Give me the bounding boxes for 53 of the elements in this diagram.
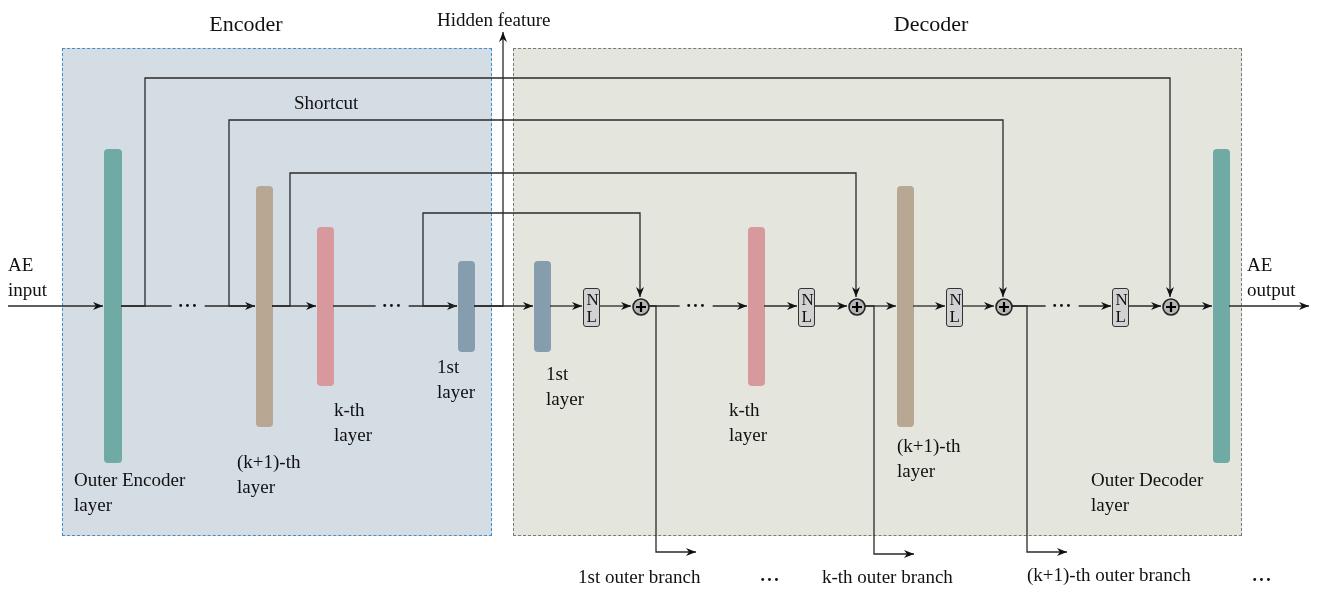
- arrow: [1011, 305, 1068, 556]
- text-label: 1st outer branch: [578, 567, 728, 589]
- arrow: [549, 302, 583, 310]
- layer-bar: [1213, 149, 1230, 463]
- arrow: [1228, 302, 1310, 310]
- arrow: [271, 172, 860, 307]
- layer-label: k-th layer: [334, 398, 373, 447]
- sum-junction-icon: [995, 298, 1013, 316]
- arrow: [763, 302, 798, 310]
- layer-label: 1st layer: [437, 355, 476, 404]
- arrow: [1127, 302, 1162, 310]
- layer-bar: [256, 186, 273, 427]
- arrow: [648, 305, 697, 556]
- arrow: [813, 302, 848, 310]
- arrow: [961, 302, 995, 310]
- layer-bar: [104, 149, 122, 463]
- layer-bar: [897, 186, 914, 427]
- layer-label: Outer Decoder layer: [1091, 468, 1205, 517]
- text-label: AE output: [1247, 246, 1309, 302]
- text-label: (k+1)-th outer branch: [1027, 565, 1227, 587]
- sum-junction-icon: [1162, 298, 1180, 316]
- sum-junction-icon: [632, 298, 650, 316]
- text-label: AE input: [8, 246, 63, 302]
- layer-bar: [317, 227, 334, 386]
- arrow: [473, 31, 507, 307]
- layer-bar: [458, 261, 475, 352]
- ellipsis: •••: [758, 574, 782, 586]
- panel-title: Decoder: [893, 11, 969, 37]
- layer-label: k-th layer: [729, 398, 768, 447]
- nonlinearity-box: N L: [798, 288, 815, 327]
- layer-label: 1st layer: [546, 362, 585, 411]
- layer-label: Outer Encoder layer: [74, 468, 187, 517]
- ellipsis: •••: [1250, 574, 1274, 586]
- arrow: [1178, 302, 1213, 310]
- text-label: Hidden feature: [437, 6, 549, 32]
- layer-label: (k+1)-th layer: [897, 434, 962, 483]
- nonlinearity-box: N L: [1112, 288, 1129, 327]
- panel-title: Encoder: [209, 11, 283, 37]
- arrow: [228, 119, 1007, 307]
- arrow: [598, 302, 632, 310]
- sum-junction-icon: [848, 298, 866, 316]
- arrow: [864, 305, 915, 558]
- arrow: [912, 302, 946, 310]
- text-label: Shortcut: [294, 91, 359, 115]
- arrow: [422, 212, 644, 307]
- arrow: [120, 77, 1174, 307]
- layer-label: (k+1)-th layer: [237, 450, 302, 499]
- nonlinearity-box: N L: [583, 288, 600, 327]
- layer-bar: [748, 227, 765, 386]
- nonlinearity-box: N L: [946, 288, 963, 327]
- layer-bar: [534, 261, 551, 352]
- text-label: k-th outer branch: [822, 567, 982, 589]
- arrow: [7, 302, 104, 310]
